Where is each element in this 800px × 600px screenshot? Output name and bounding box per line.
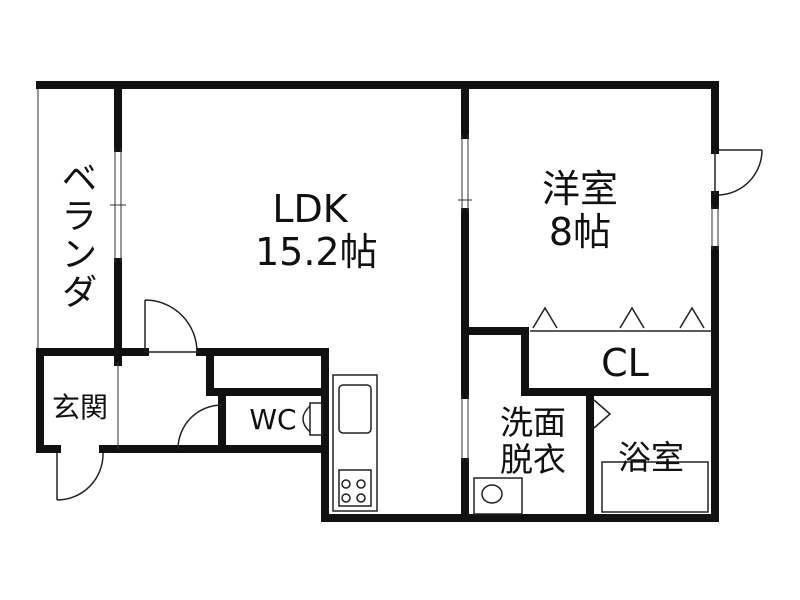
western-room-door-swing bbox=[714, 149, 763, 196]
ldk-name: LDK bbox=[272, 187, 348, 231]
western-room-name: 洋室 bbox=[541, 167, 618, 211]
entrance-label: 玄関 bbox=[51, 391, 108, 424]
western-room-label: 洋室 8帖 bbox=[530, 168, 630, 253]
bathroom-door bbox=[593, 399, 612, 429]
entrance-inner-door-swing bbox=[117, 362, 223, 450]
interior-walls bbox=[114, 81, 719, 522]
bathroom-label: 浴室 bbox=[618, 438, 684, 477]
ldk-size: 15.2帖 bbox=[255, 229, 378, 274]
washroom-label: 洗面 脱衣 bbox=[478, 403, 588, 479]
toilet-fixture bbox=[302, 402, 323, 436]
veranda-label: ベランダ bbox=[55, 159, 97, 311]
ldk-label: LDK 15.2帖 bbox=[255, 187, 378, 274]
bathtub bbox=[601, 461, 709, 513]
washroom-sliding-door bbox=[461, 395, 469, 462]
western-room-window bbox=[711, 205, 719, 250]
toilet-label: WC bbox=[249, 403, 297, 436]
washroom-line1: 洗面 bbox=[500, 403, 566, 442]
washroom-sink bbox=[473, 477, 523, 515]
closet-label: CL bbox=[601, 341, 649, 385]
washroom-line2: 脱衣 bbox=[500, 439, 566, 479]
closet-doors bbox=[530, 306, 712, 332]
hallway-door-swing bbox=[144, 299, 200, 353]
veranda-window bbox=[110, 148, 126, 262]
western-room-size: 8帖 bbox=[548, 209, 612, 254]
ldk-room-sliding-door bbox=[458, 135, 472, 212]
exterior-walls bbox=[36, 81, 719, 522]
entrance-door-swing bbox=[56, 452, 104, 501]
kitchen-counter bbox=[332, 374, 378, 512]
